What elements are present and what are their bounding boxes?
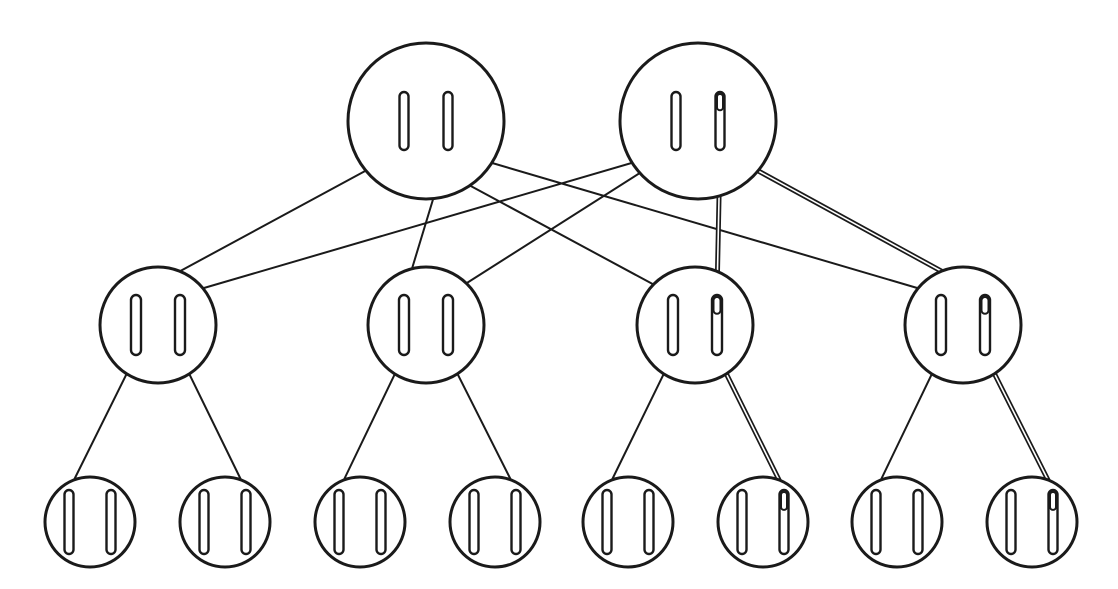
- chromosome: [666, 293, 680, 357]
- cell-outline: [98, 265, 218, 385]
- cell-outline: [850, 475, 944, 569]
- cell-outline: [635, 265, 755, 385]
- inheritance-link: [68, 354, 137, 491]
- chromosome: [333, 488, 345, 556]
- cell-outline: [366, 265, 486, 385]
- cell-gen2-1: [98, 265, 218, 385]
- links-layer: [68, 147, 1056, 493]
- cell-gen3-7: [850, 475, 944, 569]
- cell-gen2-2: [366, 265, 486, 385]
- cell-gen3-3: [313, 475, 407, 569]
- chromosome: [441, 293, 455, 357]
- chromosome: [442, 90, 454, 152]
- chromosome: [510, 488, 522, 556]
- chromosome: [240, 488, 252, 556]
- cell-outline: [178, 475, 272, 569]
- chromosome: [129, 293, 143, 357]
- chromosome: [643, 488, 655, 556]
- chromosome: [670, 90, 682, 152]
- chromosome: [398, 90, 410, 152]
- inheritance-link: [875, 354, 942, 491]
- chromosome: [198, 488, 210, 556]
- cell-outline: [716, 475, 810, 569]
- cell-outline: [346, 41, 506, 201]
- cell-outline: [903, 265, 1023, 385]
- chromosome-marker: [712, 296, 722, 315]
- chromosome: [63, 488, 75, 556]
- cell-outline: [581, 475, 675, 569]
- inheritance-link: [606, 354, 674, 491]
- cell-gen1-2: [618, 41, 778, 201]
- chromosome: [397, 293, 411, 357]
- inheritance-link: [179, 354, 247, 491]
- chromosome-marker: [716, 93, 724, 112]
- chromosome-marker: [1049, 491, 1057, 511]
- cell-gen2-3: [635, 265, 755, 385]
- cell-gen3-8: [985, 475, 1079, 569]
- cell-gen2-4: [903, 265, 1023, 385]
- inheritance-link: [338, 354, 405, 491]
- chromosome-marker: [780, 491, 788, 511]
- cell-gen3-2: [178, 475, 272, 569]
- cell-gen3-4: [448, 475, 542, 569]
- chromosome-marker: [980, 296, 990, 315]
- chromosome: [934, 293, 948, 357]
- chromosome: [870, 488, 882, 556]
- chromosome: [1005, 488, 1017, 556]
- cell-gen1-1: [346, 41, 506, 201]
- chromosome: [601, 488, 613, 556]
- cell-gen3-1: [43, 475, 137, 569]
- cells-layer: [43, 41, 1079, 569]
- chromosome: [912, 488, 924, 556]
- chromosome: [736, 488, 748, 556]
- traced-inheritance-link-inner: [984, 354, 1054, 491]
- cell-outline: [985, 475, 1079, 569]
- inheritance-link: [447, 354, 517, 491]
- cell-outline: [43, 475, 137, 569]
- inheritance-link: [447, 149, 942, 296]
- chromosome: [173, 293, 187, 357]
- chromosome: [468, 488, 480, 556]
- cell-outline: [313, 475, 407, 569]
- chromosome: [105, 488, 117, 556]
- cell-gen3-5: [581, 475, 675, 569]
- cell-gen3-6: [716, 475, 810, 569]
- inheritance-link: [179, 149, 677, 296]
- traced-inheritance-link-inner: [716, 354, 785, 491]
- inheritance-link: [447, 149, 677, 296]
- cell-outline: [618, 41, 778, 201]
- chromosome: [375, 488, 387, 556]
- cell-outline: [448, 475, 542, 569]
